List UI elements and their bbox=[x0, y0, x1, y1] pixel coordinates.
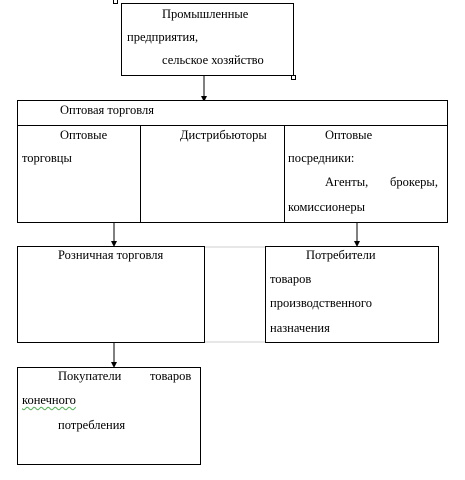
industrial-consumers-box: Потребители товаров производственного на… bbox=[265, 246, 439, 343]
retail-box: Розничная торговля bbox=[17, 246, 205, 343]
intermediaries-agents: Агенты, bbox=[325, 175, 369, 189]
selection-handle-top-left[interactable] bbox=[113, 0, 118, 4]
consumers-line4: назначения bbox=[270, 321, 330, 335]
wholesale-col-divider-1 bbox=[140, 125, 141, 222]
intermediaries-line2: посредники: bbox=[288, 151, 355, 165]
buyers-line3: потребления bbox=[58, 418, 126, 432]
wholesale-title: Оптовая торговля bbox=[60, 103, 155, 117]
distributors-label: Дистрибьюторы bbox=[180, 128, 267, 142]
consumers-line1: Потребители bbox=[306, 248, 376, 262]
end-buyers-box: Покупатели товаров конечного потребления bbox=[17, 367, 201, 465]
industry-line2: предприятия, bbox=[127, 30, 199, 44]
intermediaries-brokers: брокеры, bbox=[390, 175, 438, 189]
buyers-line2: конечного bbox=[22, 393, 76, 407]
retail-label: Розничная торговля bbox=[58, 248, 164, 262]
industry-line1: Промышленные bbox=[162, 7, 249, 21]
wholesale-traders-line2: торговцы bbox=[22, 151, 72, 165]
wholesale-traders-line1: Оптовые bbox=[60, 128, 108, 142]
consumers-line3: производственного bbox=[270, 296, 372, 310]
consumers-line2: товаров bbox=[270, 272, 312, 286]
buyers-word-2: товаров bbox=[150, 369, 192, 383]
wholesale-col-divider-2 bbox=[284, 125, 285, 222]
buyers-word-1: Покупатели bbox=[58, 369, 122, 383]
industry-box: Промышленные предприятия, сельское хозяй… bbox=[121, 3, 294, 76]
intermediaries-line1: Оптовые bbox=[325, 128, 373, 142]
wholesale-header-divider bbox=[18, 125, 447, 126]
intermediaries-line4: комиссионеры bbox=[288, 200, 365, 214]
industry-line3: сельское хозяйство bbox=[162, 53, 264, 67]
wholesale-box: Оптовая торговля Оптовые торговцы Дистри… bbox=[17, 100, 448, 223]
